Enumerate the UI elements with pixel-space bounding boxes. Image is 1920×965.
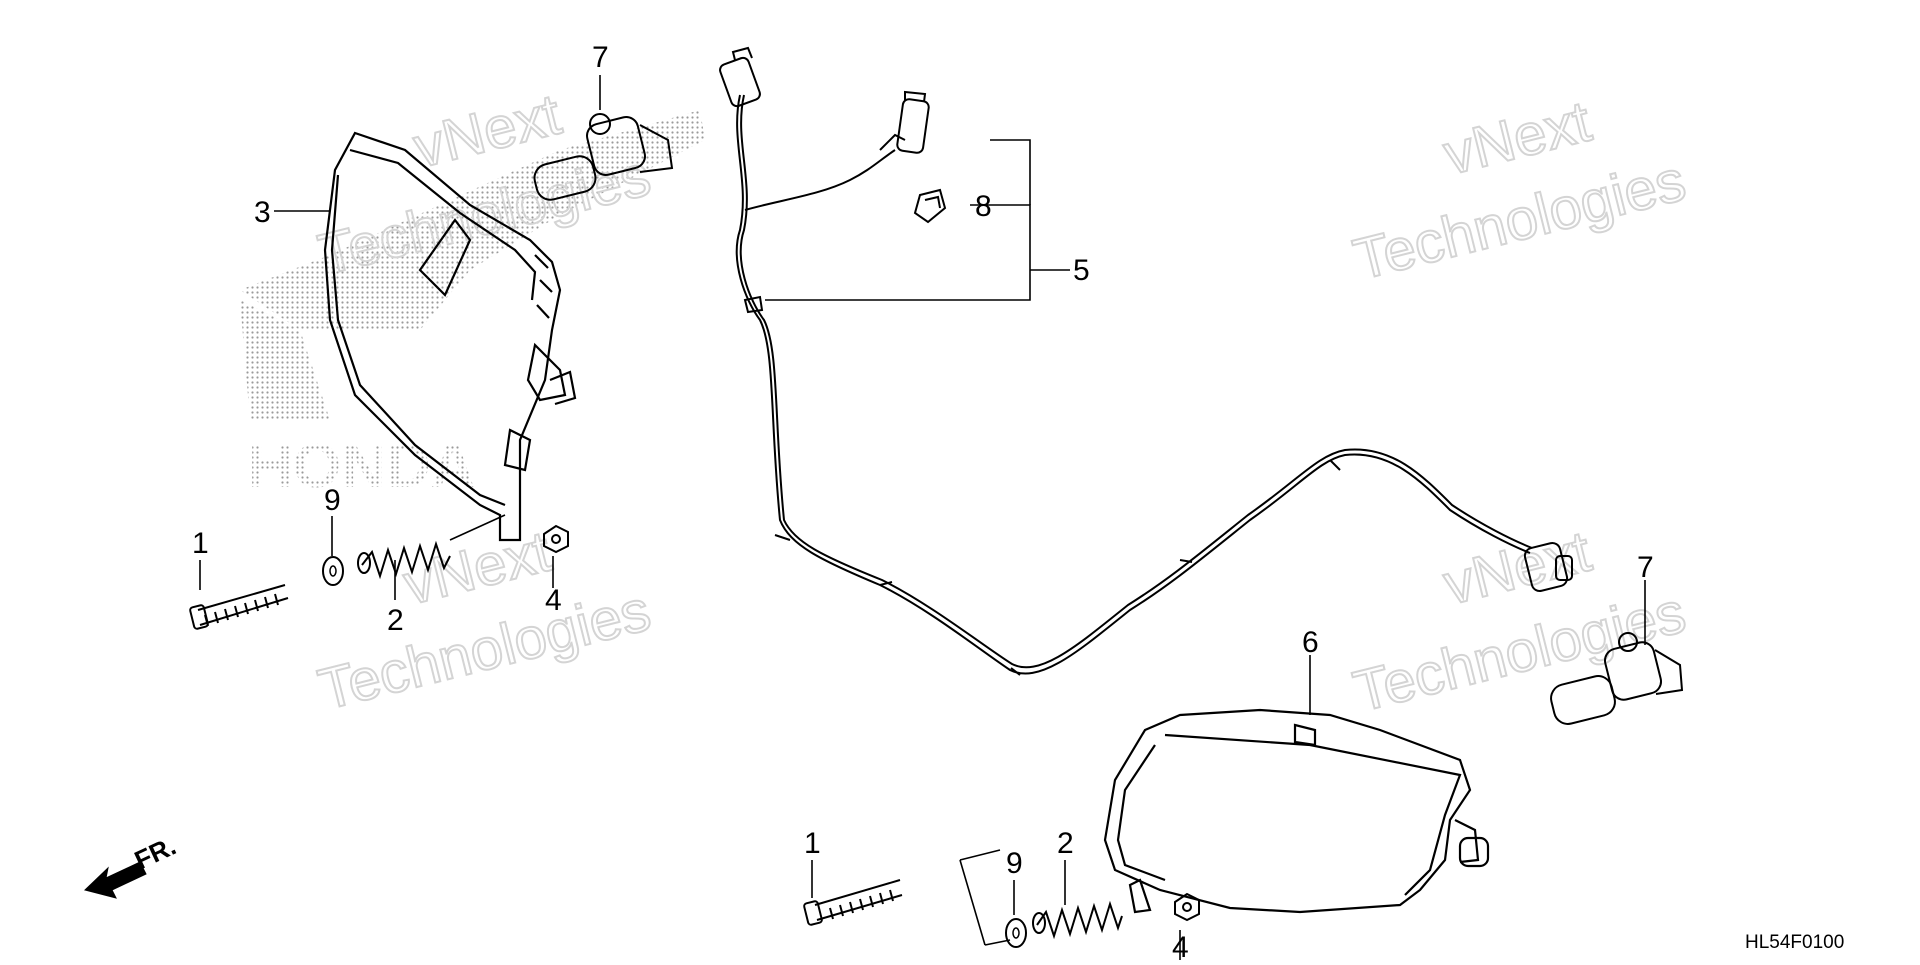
callout-washer-left: 9 — [324, 484, 341, 517]
callout-washer-right: 9 — [1006, 847, 1023, 880]
washer-right-hole — [1012, 927, 1020, 939]
leader-lines — [199, 75, 1646, 960]
front-arrow-icon — [84, 861, 147, 899]
watermark-top-right: vNext Technologies — [1346, 88, 1692, 294]
callout-nut-left: 4 — [545, 584, 562, 617]
callout-headlight-left: 3 — [254, 196, 271, 229]
honda-logo: HONDA — [240, 110, 705, 501]
callout-bolt-left: 1 — [192, 527, 209, 560]
nut-left — [543, 524, 569, 554]
callout-harness: 5 — [1073, 254, 1090, 287]
wire-harness — [719, 46, 1573, 676]
headlight-left — [323, 131, 577, 542]
nut-right — [1174, 892, 1200, 922]
bulb-right — [1550, 632, 1684, 725]
front-indicator: FR. — [84, 831, 181, 899]
watermark-line2: Technologies — [1347, 580, 1691, 725]
callout-bolt-right: 1 — [804, 827, 821, 860]
spring-right — [1032, 900, 1123, 940]
callout-headlight-right: 6 — [1302, 626, 1319, 659]
callout-clip: 8 — [975, 190, 992, 223]
honda-logo-text: HONDA — [248, 432, 475, 501]
diagram-code: HL54F0100 — [1745, 932, 1844, 953]
watermark-mid-left: vNext Technologies — [311, 518, 657, 724]
callout-spring-right: 2 — [1057, 827, 1074, 860]
washer-right — [1005, 918, 1027, 948]
bolt-left — [189, 584, 289, 630]
callout-labels: 3 7 1 9 2 4 8 5 6 7 1 9 2 4 — [192, 41, 1654, 964]
callout-spring-left: 2 — [387, 604, 404, 637]
spring-left — [357, 540, 451, 580]
bulb-left — [533, 113, 674, 201]
watermark-line1: vNext — [1437, 519, 1597, 618]
harness-clip — [913, 188, 947, 224]
washer-left — [322, 556, 344, 586]
callout-bulb-left: 7 — [592, 41, 609, 74]
headlight-right — [1103, 708, 1490, 914]
watermark-line1: vNext — [397, 519, 557, 618]
honda-wing-logo — [240, 110, 705, 420]
callout-bulb-right: 7 — [1637, 551, 1654, 584]
callout-nut-right: 4 — [1172, 931, 1189, 960]
bolt-right — [803, 879, 903, 926]
washer-left-hole — [329, 565, 337, 577]
